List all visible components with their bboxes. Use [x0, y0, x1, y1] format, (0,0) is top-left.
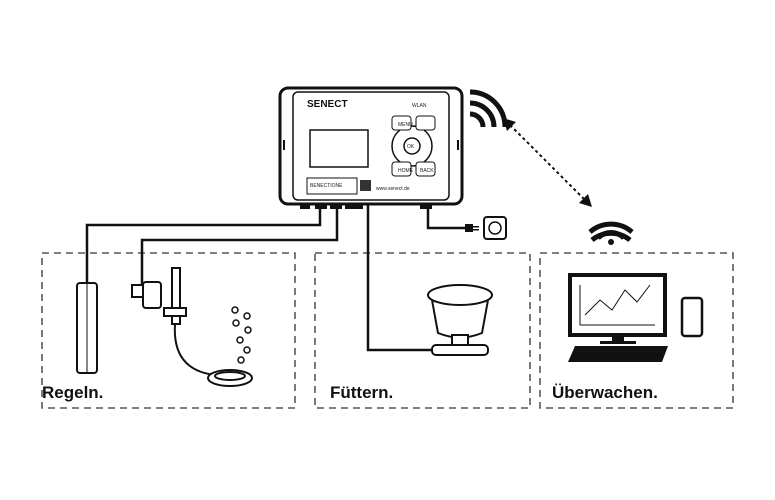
power-plug-icon [465, 216, 507, 240]
computer-icon [568, 273, 668, 362]
website-label: www.senect.de [376, 186, 410, 192]
smartphone-icon [680, 296, 704, 338]
cables [85, 205, 465, 352]
panel-ueberwachen [539, 252, 734, 409]
controller-device [278, 86, 464, 209]
wifi-signal-icon [469, 89, 508, 128]
brand-logo: SENECT [307, 99, 348, 110]
menu-button: MENU [398, 122, 413, 128]
co2-valve-icon [131, 267, 253, 387]
sensor-probe-icon [76, 282, 98, 374]
wlan-label: WLAN [412, 103, 427, 109]
label-ueberwachen: Überwachen. [552, 383, 658, 402]
panel-regeln [41, 252, 296, 409]
feeder-icon [427, 284, 493, 356]
back-button: BACK [420, 168, 434, 174]
bubbles-icon [231, 306, 252, 364]
ok-button: OK [407, 144, 415, 150]
wifi-signal-icon [588, 221, 634, 243]
model-label: BENECTIONE [310, 183, 343, 189]
label-regeln: Regeln. [42, 383, 103, 402]
panel-fuettern [314, 252, 531, 409]
label-fuettern: Füttern. [330, 383, 393, 402]
bidirectional-arrow [503, 118, 592, 207]
home-button: HOME [398, 168, 414, 174]
